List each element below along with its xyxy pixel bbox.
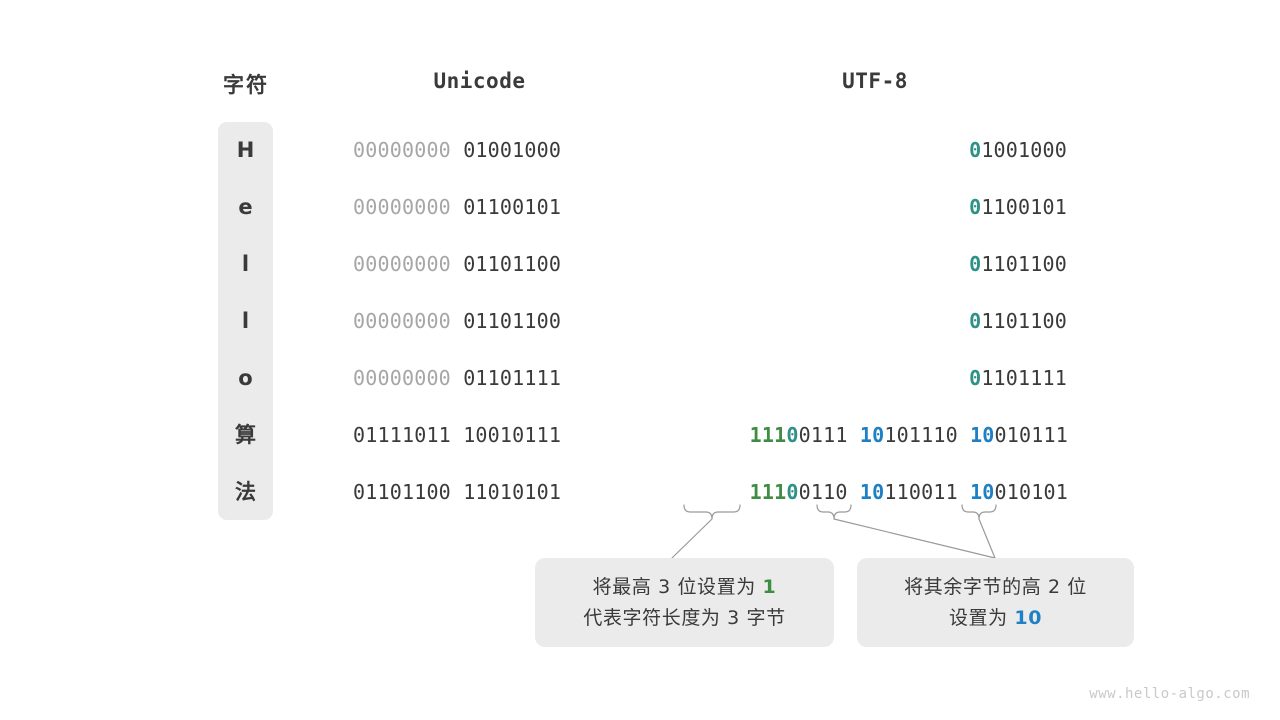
unicode-high-byte: 01111011 bbox=[353, 423, 451, 447]
cell-character: l bbox=[241, 252, 250, 276]
cell-utf8: 01101100 bbox=[969, 236, 1067, 293]
callout-1-line-1: 将最高 3 位设置为 1 bbox=[593, 572, 777, 603]
utf8-byte-prefix: 0 bbox=[969, 252, 982, 276]
utf8-byte-payload: 101110 bbox=[884, 423, 958, 447]
utf8-byte-prefix: 111 bbox=[749, 423, 787, 447]
cell-unicode: 01111011 10010111 bbox=[353, 407, 561, 464]
utf8-byte-prefix: 10 bbox=[970, 423, 995, 447]
utf8-byte-payload: 1001000 bbox=[981, 138, 1067, 162]
cell-character: l bbox=[241, 309, 250, 333]
unicode-low-byte: 01101100 bbox=[463, 309, 562, 333]
utf8-byte-prefix: 0 bbox=[969, 195, 982, 219]
unicode-high-byte: 00000000 bbox=[353, 195, 451, 219]
cell-utf8: 11100111 10101110 10010111 bbox=[750, 407, 1068, 464]
column-header-unicode: Unicode bbox=[433, 69, 526, 93]
character-column-background bbox=[218, 122, 273, 520]
cell-unicode: 00000000 01100101 bbox=[353, 179, 561, 236]
unicode-low-byte: 01101111 bbox=[463, 366, 562, 390]
utf8-byte-payload: 1100101 bbox=[981, 195, 1067, 219]
callout-1-line-1-text: 将最高 3 位设置为 bbox=[592, 575, 763, 598]
cell-utf8: 11100110 10110011 10010101 bbox=[750, 464, 1068, 521]
column-header-utf8: UTF-8 bbox=[842, 69, 908, 93]
utf8-byte-prefix: 0 bbox=[969, 366, 982, 390]
unicode-low-byte: 01101100 bbox=[463, 252, 562, 276]
utf8-byte-prefix: 111 bbox=[749, 480, 787, 504]
cell-unicode: 01101100 11010101 bbox=[353, 464, 561, 521]
utf8-byte-prefix: 0 bbox=[969, 309, 982, 333]
cell-character: H bbox=[236, 138, 255, 162]
utf8-byte-payload: 1101100 bbox=[981, 309, 1067, 333]
cell-unicode: 00000000 01101100 bbox=[353, 293, 561, 350]
cell-character: o bbox=[238, 366, 253, 390]
utf8-byte-prefix: 10 bbox=[859, 423, 885, 447]
callout-2-line-2: 设置为 10 bbox=[949, 603, 1042, 634]
callout-1-keyword: 1 bbox=[762, 575, 777, 598]
unicode-high-byte: 00000000 bbox=[353, 309, 451, 333]
unicode-low-byte: 01001000 bbox=[463, 138, 562, 162]
utf8-byte-payload: 1101111 bbox=[981, 366, 1067, 390]
cell-character: 法 bbox=[235, 480, 256, 504]
cell-unicode: 00000000 01101100 bbox=[353, 236, 561, 293]
watermark: www.hello-algo.com bbox=[1089, 686, 1250, 702]
utf8-byte-prefix: 10 bbox=[970, 480, 995, 504]
utf8-byte-payload: 1101100 bbox=[981, 252, 1067, 276]
unicode-high-byte: 00000000 bbox=[353, 366, 451, 390]
cell-unicode: 00000000 01101111 bbox=[353, 350, 561, 407]
unicode-low-byte: 11010101 bbox=[463, 480, 562, 504]
column-header-character: 字符 bbox=[223, 73, 269, 97]
callout-2-line-1: 将其余字节的高 2 位 bbox=[904, 575, 1087, 598]
cell-utf8: 01001000 bbox=[969, 122, 1067, 179]
callout-1-line-2: 代表字符长度为 3 字节 bbox=[583, 606, 786, 629]
cell-utf8: 01100101 bbox=[969, 179, 1067, 236]
utf8-byte-prefix: 0 bbox=[969, 138, 982, 162]
unicode-high-byte: 00000000 bbox=[353, 252, 451, 276]
utf8-byte-payload: 010111 bbox=[994, 423, 1068, 447]
callout-2-line-2-text: 设置为 bbox=[948, 606, 1015, 629]
utf8-byte-payload: 0110 bbox=[798, 480, 848, 504]
utf8-byte-payload: 010101 bbox=[994, 480, 1068, 504]
utf8-byte-prefix-terminator: 0 bbox=[786, 480, 799, 504]
unicode-high-byte: 01101100 bbox=[353, 480, 451, 504]
utf8-byte-prefix: 10 bbox=[859, 480, 885, 504]
cell-utf8: 01101111 bbox=[969, 350, 1067, 407]
utf8-byte-prefix-terminator: 0 bbox=[786, 423, 799, 447]
cell-character: e bbox=[238, 195, 253, 219]
callout-leading-bits: 将最高 3 位设置为 1 代表字符长度为 3 字节 bbox=[535, 558, 834, 647]
unicode-low-byte: 01100101 bbox=[463, 195, 562, 219]
unicode-low-byte: 10010111 bbox=[463, 423, 562, 447]
unicode-high-byte: 00000000 bbox=[353, 138, 451, 162]
cell-unicode: 00000000 01001000 bbox=[353, 122, 561, 179]
cell-character: 算 bbox=[235, 423, 256, 447]
callout-2-keyword: 10 bbox=[1014, 606, 1043, 629]
callout-continuation-bits: 将其余字节的高 2 位 设置为 10 bbox=[857, 558, 1134, 647]
utf8-byte-payload: 0111 bbox=[798, 423, 848, 447]
cell-utf8: 01101100 bbox=[969, 293, 1067, 350]
utf8-byte-payload: 110011 bbox=[884, 480, 958, 504]
